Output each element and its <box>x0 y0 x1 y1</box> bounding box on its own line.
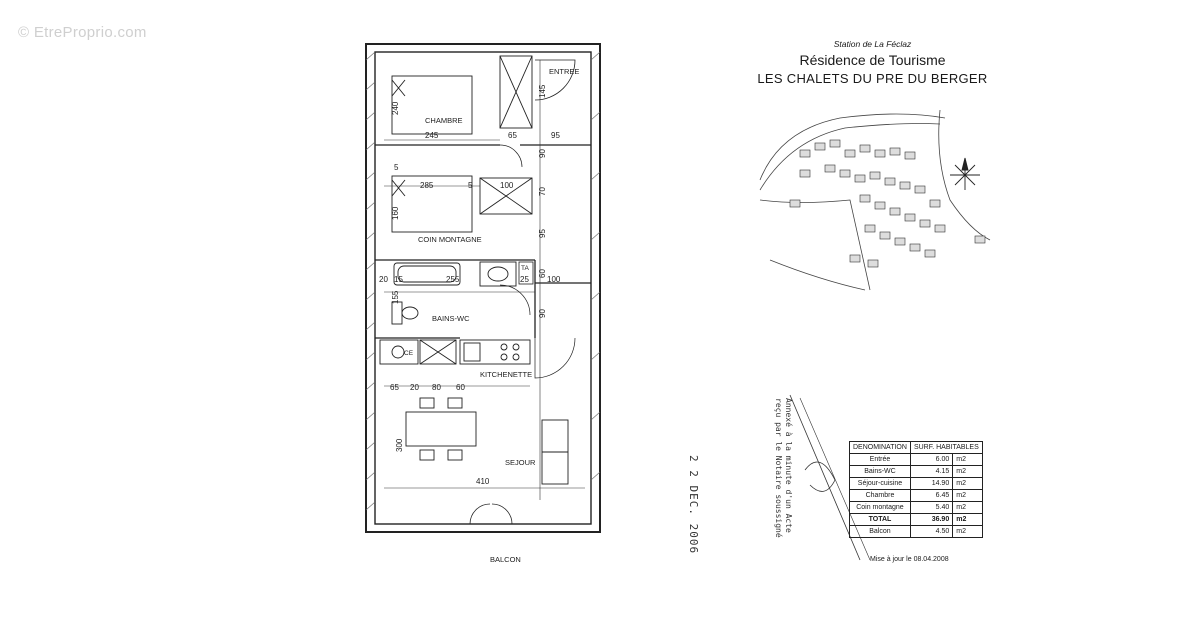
site-road-east <box>938 109 991 241</box>
washbasin <box>479 261 517 287</box>
table-header-denomination: DENOMINATION <box>849 441 911 454</box>
dim-300: 300 <box>395 438 404 452</box>
dim-20b: 20 <box>410 383 419 392</box>
dim-70: 70 <box>538 187 547 196</box>
table-header-surfaces: SURF. HABITABLES <box>909 441 983 454</box>
dim-25: 25 <box>520 275 529 284</box>
room-label-kitchenette: KITCHENETTE <box>480 370 532 379</box>
dim-20: 20 <box>379 275 388 284</box>
site-road-west <box>759 199 871 291</box>
dim-90b: 90 <box>538 309 547 318</box>
balcony-doors <box>469 503 513 525</box>
dim-15: 15 <box>394 275 403 284</box>
room-label-entree: ENTREE <box>549 67 579 76</box>
dim-60: 60 <box>538 269 547 278</box>
dim-100a: 100 <box>500 181 514 190</box>
label-ce: CE <box>404 350 414 357</box>
partitions <box>375 144 591 339</box>
surface-table: DENOMINATION SURF. HABITABLES Entrée 6.0… <box>849 441 983 538</box>
dim-95: 95 <box>551 131 560 140</box>
dim-160: 160 <box>391 206 400 220</box>
dining-table <box>405 397 477 461</box>
dim-155: 155 <box>391 290 400 304</box>
room-label-sejour: SEJOUR <box>505 458 536 467</box>
dim-240: 240 <box>391 101 400 115</box>
room-label-balcon: BALCON <box>490 555 521 564</box>
table-balcon-row: Balcon 4.50 m2 <box>849 525 983 538</box>
bathroom-door <box>499 284 531 316</box>
site-road-south <box>769 259 866 291</box>
room-label-chambre: CHAMBRE <box>425 116 463 125</box>
toilet <box>391 301 419 325</box>
ta-box <box>518 261 534 285</box>
bunk-coin-montagne <box>391 175 473 233</box>
table-total-row: TOTAL 36.90 m2 <box>849 513 983 526</box>
north-arrow-icon <box>950 157 980 190</box>
kitchen-door <box>534 337 576 379</box>
site-road-north <box>759 113 946 181</box>
residence-title: Résidence de Tourisme <box>799 52 946 68</box>
table-row: Chambre 6.45 m2 <box>849 489 983 502</box>
wall-hatching <box>365 51 601 511</box>
site-road-north-2 <box>759 123 941 191</box>
table-row: Entrée 6.00 m2 <box>849 453 983 466</box>
outer-wall <box>365 43 601 533</box>
dim-65b: 65 <box>390 383 399 392</box>
dim-65: 65 <box>508 131 517 140</box>
wardrobe-middle <box>479 177 533 215</box>
dim-80: 80 <box>432 383 441 392</box>
dim-5b: 5 <box>394 163 399 172</box>
dim-285: 285 <box>420 181 434 190</box>
dim-410: 410 <box>476 477 490 486</box>
watermark-text: © EtreProprio.com <box>18 24 147 41</box>
site-buildings <box>789 139 986 268</box>
update-date: Mise à jour le 08.04.2008 <box>870 556 949 563</box>
dim-255: 255 <box>446 275 460 284</box>
room-label-coin-montagne: COIN MONTAGNE <box>418 235 482 244</box>
dim-95b: 95 <box>538 229 547 238</box>
dim-100b: 100 <box>547 275 561 284</box>
dim-5a: 5 <box>468 181 473 190</box>
table-row: Bains-WC 4.15 m2 <box>849 465 983 478</box>
dim-60b: 60 <box>456 383 465 392</box>
wardrobe-top <box>499 55 533 129</box>
bedroom-door <box>499 144 523 168</box>
dim-90: 90 <box>538 149 547 158</box>
dimension-lines <box>384 60 585 500</box>
bathtub <box>393 262 461 286</box>
station-name: Station de La Féclaz <box>833 39 912 49</box>
table-row: Coin montagne 5.40 m2 <box>849 501 983 514</box>
entry-door <box>534 59 576 101</box>
residence-subtitle: LES CHALETS DU PRE DU BERGER <box>757 71 988 86</box>
bed-chambre <box>391 75 473 135</box>
table-row: Séjour-cuisine 14.90 m2 <box>849 477 983 490</box>
sofa <box>541 419 569 485</box>
dim-145: 145 <box>538 84 547 98</box>
dim-245: 245 <box>425 131 439 140</box>
kitchenette-units <box>379 339 531 365</box>
label-ta: TA <box>521 265 529 272</box>
room-label-bains-wc: BAINS-WC <box>432 314 470 323</box>
